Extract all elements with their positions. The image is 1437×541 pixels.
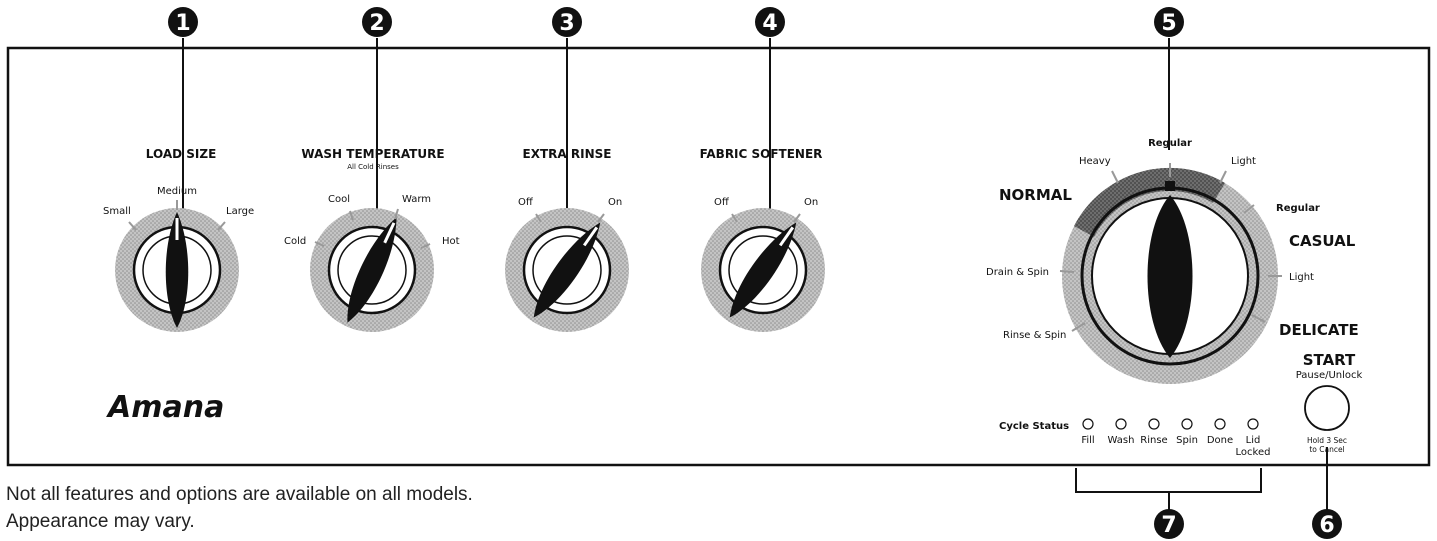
wash-temperature-subtitle: All Cold Rinses [347,163,399,171]
amana-logo: Amana [106,390,224,425]
indicator-label: Done [1207,435,1233,446]
callout-badge-1: 1 [168,7,198,37]
svg-text:5: 5 [1161,11,1176,36]
extra-rinse-control: EXTRA RINSE Off On [505,147,629,332]
panel-outline [6,46,1431,467]
svg-text:7: 7 [1161,513,1176,538]
callout-badge-7: 7 [1154,509,1184,539]
extra-rinse-title: EXTRA RINSE [523,147,612,161]
cycle-group-delicate: DELICATE [1279,321,1359,339]
cycle-status-panel: Cycle Status Fill Wash Rinse Spin Done L… [999,418,1271,458]
normal-range-arc [1074,167,1225,237]
wash-temperature-option: Hot [442,236,460,247]
cycle-option-heavy: Heavy [1079,156,1111,167]
svg-text:6: 6 [1319,513,1334,538]
load-size-option: Medium [157,186,197,197]
fabric-softener-control: FABRIC SOFTENER Off On [700,147,825,332]
wash-temperature-control: WASH TEMPERATURE All Cold Rinses Cold Co… [284,147,460,332]
wash-temperature-option: Warm [402,194,431,205]
svg-text:3: 3 [559,11,574,36]
cycle-option-regular-casual: Regular [1276,203,1320,214]
fill-indicator-light [1082,418,1094,430]
load-size-option: Large [226,206,254,217]
callout-badge-6: 6 [1312,509,1342,539]
done-indicator-light [1214,418,1226,430]
cycle-option-light-casual: Light [1289,272,1314,283]
cycle-selector-knob[interactable] [1147,181,1193,358]
wash-temperature-option: Cool [328,194,350,205]
load-size-title: LOAD SIZE [146,147,217,161]
load-size-control: LOAD SIZE Small Medium Large [103,147,254,332]
fabric-softener-title: FABRIC SOFTENER [700,147,823,161]
cycle-group-casual: CASUAL [1289,232,1356,250]
cycle-option-drain-spin: Drain & Spin [986,267,1049,278]
indicator-label: Lid [1246,435,1261,446]
svg-text:1: 1 [175,11,190,36]
svg-text:4: 4 [762,11,777,36]
cycle-selector-control: NORMAL CASUAL DELICATE Heavy Regular Lig… [986,138,1359,384]
start-control: START Pause/Unlock Hold 3 Sec to Cancel [1296,351,1363,454]
indicator-label: Fill [1081,435,1094,446]
load-size-knob[interactable] [165,212,189,328]
start-hold-hint-line2: to Cancel [1309,445,1344,454]
load-size-option: Small [103,206,131,217]
cycle-group-normal: NORMAL [999,186,1072,204]
rinse-indicator-light [1148,418,1160,430]
start-pause-button[interactable] [1304,385,1350,431]
indicator-label: Spin [1176,435,1198,446]
callout-badge-4: 4 [755,7,785,37]
spin-indicator-light [1181,418,1193,430]
start-title: START [1303,351,1356,369]
cycle-option-light-normal: Light [1231,156,1256,167]
indicator-label: Wash [1108,435,1135,446]
start-subtitle: Pause/Unlock [1296,370,1363,381]
wash-temperature-knob[interactable] [337,213,406,328]
svg-text:2: 2 [369,11,384,36]
indicator-label-line2: Locked [1236,447,1271,458]
wash-temperature-title: WASH TEMPERATURE [301,147,444,161]
extra-rinse-knob[interactable] [525,216,610,324]
footnote-availability: Not all features and options are availab… [6,484,473,505]
extra-rinse-option: Off [518,197,534,208]
fabric-softener-knob[interactable] [721,216,806,324]
callout-badge-3: 3 [552,7,582,37]
cycle-option-rinse-spin: Rinse & Spin [1003,330,1066,341]
extra-rinse-option: On [608,197,622,208]
start-hold-hint-line1: Hold 3 Sec [1307,436,1347,445]
callout-badge-5: 5 [1154,7,1184,37]
callout-badge-2: 2 [362,7,392,37]
footnote-appearance: Appearance may vary. [6,511,195,532]
indicator-label: Rinse [1140,435,1167,446]
wash-temperature-option: Cold [284,236,306,247]
lid-locked-indicator-light [1247,418,1259,430]
fabric-softener-option: Off [714,197,730,208]
wash-indicator-light [1115,418,1127,430]
cycle-status-label: Cycle Status [999,421,1069,432]
callout-leaders [182,38,1328,510]
cycle-option-regular-normal: Regular [1148,138,1192,149]
fabric-softener-option: On [804,197,818,208]
